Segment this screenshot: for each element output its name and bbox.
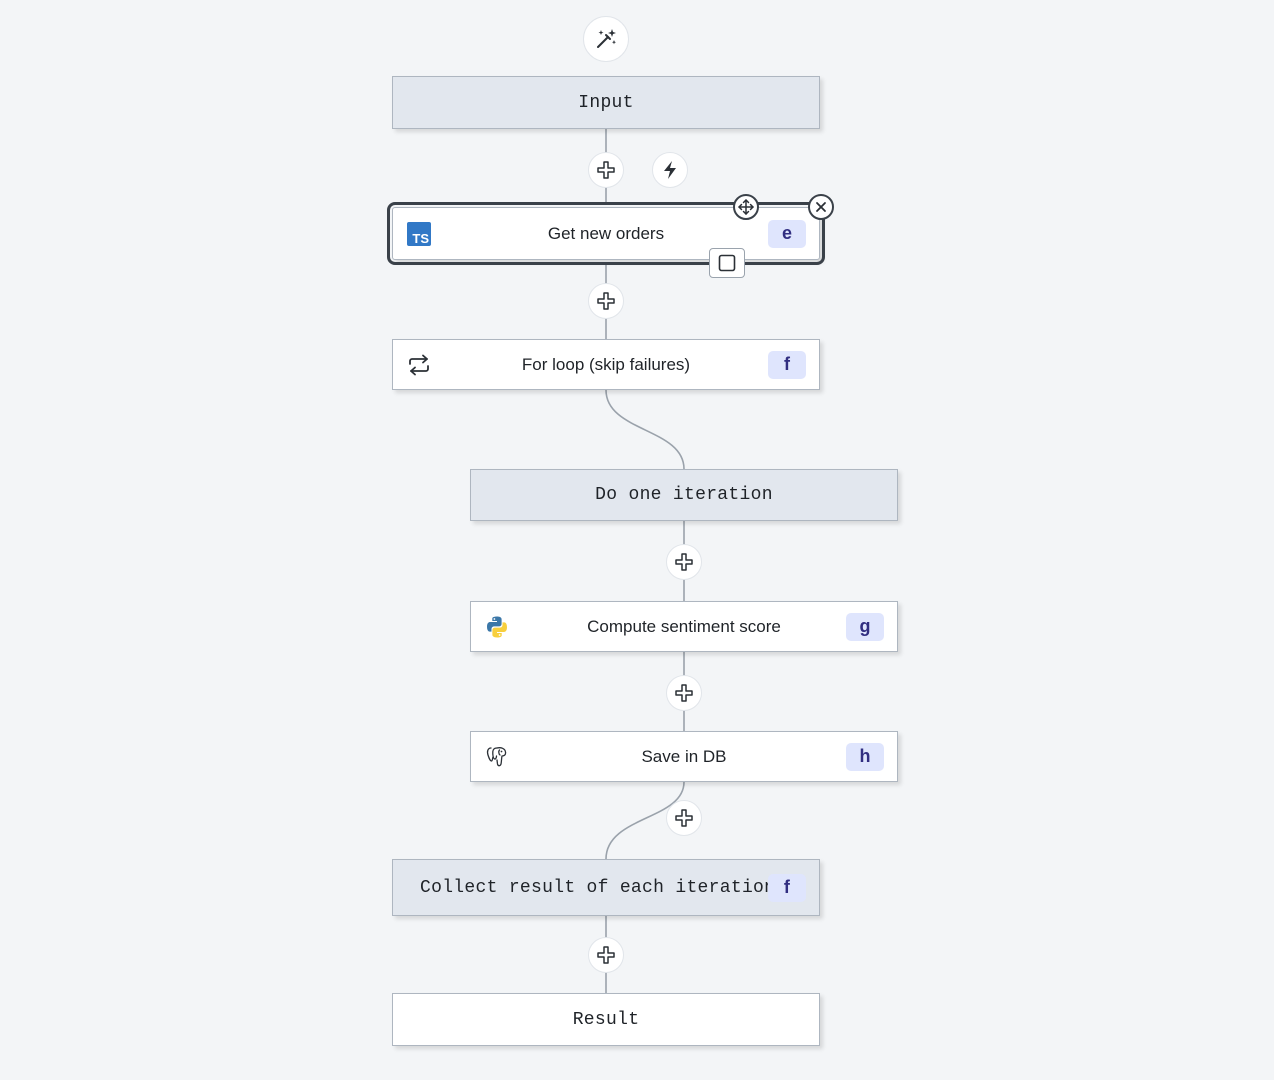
plus-outline-icon (597, 292, 615, 310)
add-trigger-button[interactable] (652, 152, 688, 188)
square-icon (718, 254, 736, 272)
delete-step-button[interactable] (808, 194, 834, 220)
add-step-button[interactable] (588, 937, 624, 973)
plus-outline-icon (597, 161, 615, 179)
edge-for-loop-to-iteration (605, 389, 685, 470)
result-node-label: Result (572, 1009, 640, 1030)
iteration-node-label: Do one iteration (595, 485, 773, 505)
repeat-arrows-icon (406, 352, 432, 378)
python-icon (484, 614, 510, 640)
step-label: Get new orders (547, 223, 665, 243)
plus-outline-icon (597, 946, 615, 964)
iteration-node[interactable]: Do one iteration (470, 469, 898, 521)
input-node-label: Input (578, 92, 634, 113)
typescript-icon: TS (406, 221, 432, 247)
step-save-in-db[interactable]: Save in DB h (470, 731, 898, 782)
step-id-badge: g (846, 612, 884, 641)
add-step-button[interactable] (666, 800, 702, 836)
step-id-badge: f (768, 873, 806, 902)
move-step-button[interactable] (733, 194, 759, 220)
step-for-loop[interactable]: For loop (skip failures) f (392, 339, 820, 390)
ai-assist-button[interactable] (583, 16, 629, 62)
plus-outline-icon (675, 809, 693, 827)
lightning-bolt-icon (664, 161, 676, 179)
add-step-button[interactable] (588, 283, 624, 319)
add-step-button[interactable] (666, 675, 702, 711)
close-circle-icon (816, 202, 826, 212)
step-id-badge: e (768, 219, 806, 248)
postgresql-icon (484, 744, 510, 770)
collect-results-node[interactable]: Collect result of each iteration f (392, 859, 820, 916)
result-node[interactable]: Result (392, 993, 820, 1046)
add-step-button[interactable] (588, 152, 624, 188)
add-step-button[interactable] (666, 544, 702, 580)
magic-wand-icon (597, 29, 616, 48)
edge-save-db-to-collect (605, 781, 685, 860)
step-label: Compute sentiment score (587, 616, 781, 636)
move-arrows-icon (738, 199, 754, 215)
step-id-badge: h (846, 742, 884, 771)
plus-outline-icon (675, 684, 693, 702)
step-compute-sentiment[interactable]: Compute sentiment score g (470, 601, 898, 652)
collapse-step-button[interactable] (709, 248, 745, 278)
step-label: For loop (skip failures) (521, 354, 691, 374)
plus-outline-icon (675, 553, 693, 571)
step-id-badge: f (768, 350, 806, 379)
input-node[interactable]: Input (392, 76, 820, 129)
step-label: Save in DB (641, 746, 727, 766)
collect-results-label: Collect result of each iteration (420, 877, 776, 898)
